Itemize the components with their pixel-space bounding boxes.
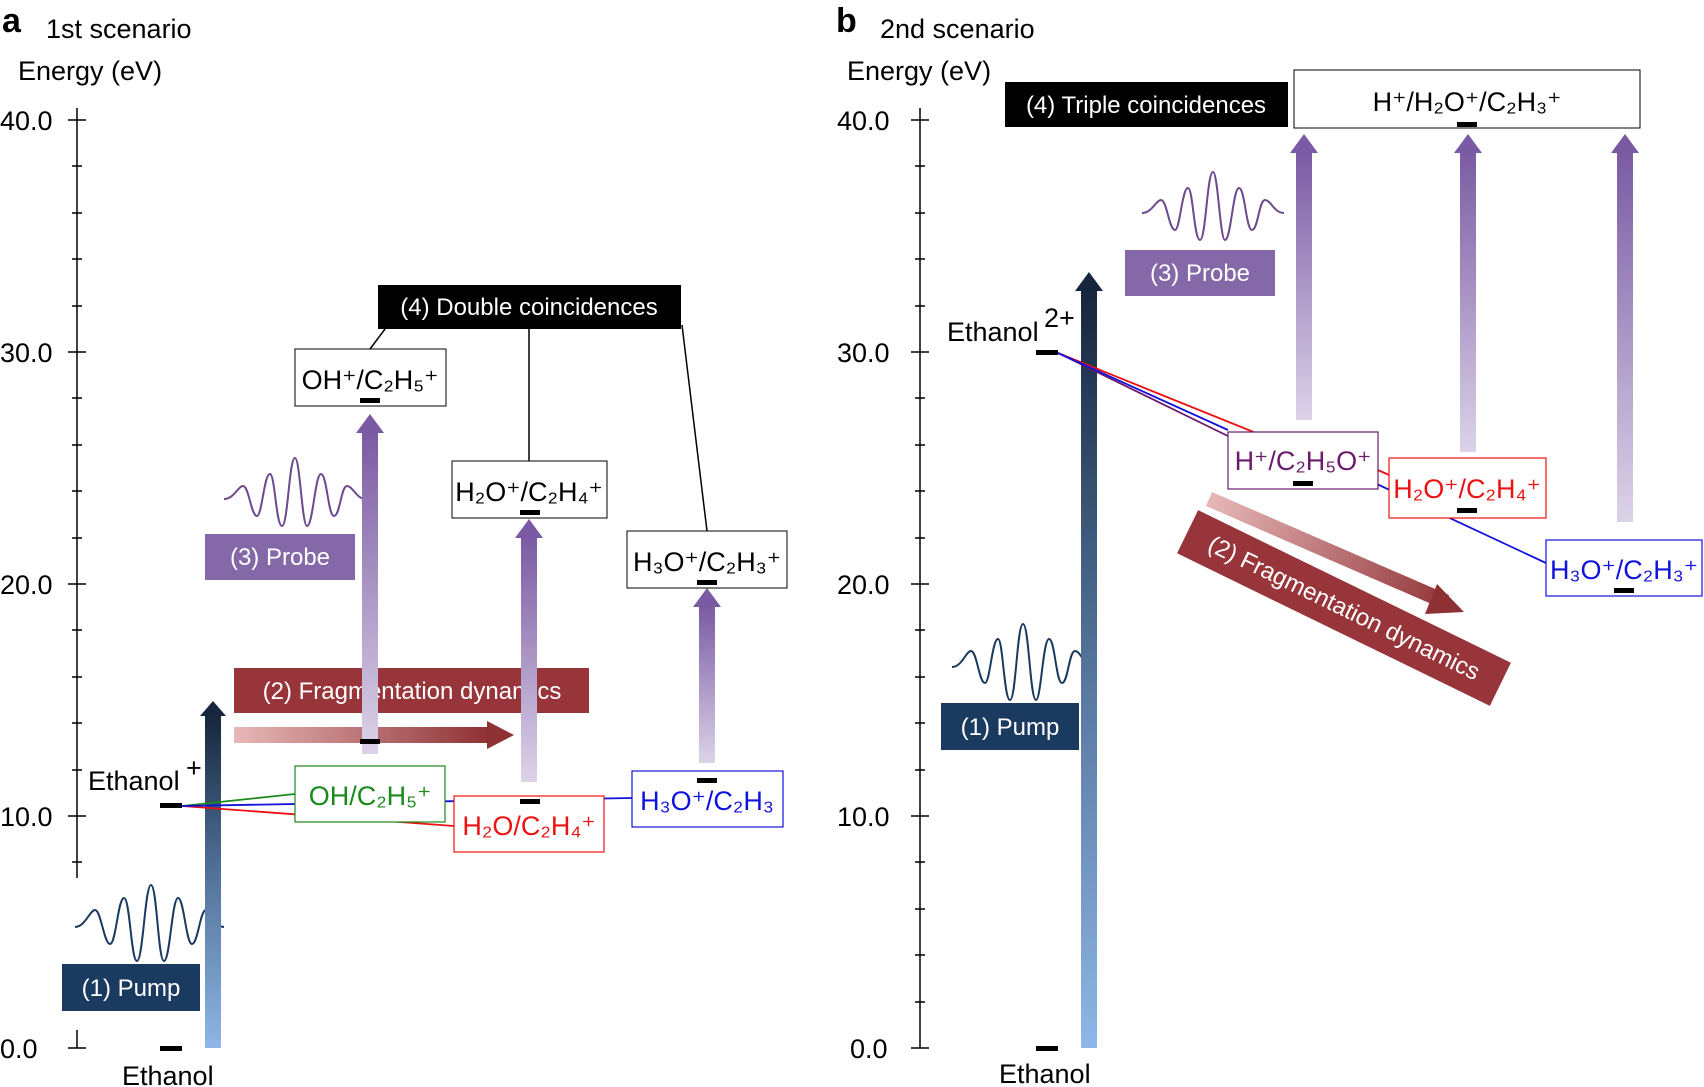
panel-a-line-ch1 bbox=[181, 793, 296, 807]
panel-b-pump-arrow bbox=[1075, 272, 1103, 1048]
panel-a-ion-level bbox=[160, 803, 182, 808]
panel-a-pump-wave-icon bbox=[74, 883, 225, 963]
panel-a-tick-10: 10.0 bbox=[0, 802, 53, 832]
panel-b-channel-ch1: H⁺/C₂H₅O⁺ bbox=[1227, 431, 1379, 490]
panel-a-final-f2: H₂O⁺/C₂H₄⁺ bbox=[451, 460, 608, 519]
panel-a-probe-label: (3) Probe bbox=[230, 544, 330, 571]
panel-b-pump-wave-icon bbox=[951, 622, 1095, 702]
panel-a-level-ch1 bbox=[360, 739, 380, 744]
panel-b-channel-ch2: H₂O⁺/C₂H₄⁺ bbox=[1388, 457, 1547, 519]
panel-a-channel-ch1-text: OH/C₂H₅⁺ bbox=[309, 781, 432, 811]
panel-a-tick-40: 40.0 bbox=[0, 106, 53, 136]
panel-b-frag-arrow bbox=[1206, 492, 1464, 614]
panel-a-final-f3-text: H₃O⁺/C₂H₃⁺ bbox=[633, 547, 781, 577]
panel-a-ground-level bbox=[160, 1046, 182, 1051]
panel-a-frag-label: (2) Fragmentation dynamics bbox=[263, 678, 562, 705]
panel-a-frag-arrow bbox=[234, 721, 514, 749]
panel-b-line-ch3a bbox=[1057, 352, 1229, 431]
panel-b-line-ch1 bbox=[1057, 352, 1233, 439]
panel-b-ion-charge: 2+ bbox=[1044, 303, 1075, 333]
panel-b-final-text: H⁺/H₂O⁺/C₂H₃⁺ bbox=[1373, 87, 1562, 117]
panel-a-final-f3: H₃O⁺/C₂H₃⁺ bbox=[626, 530, 788, 589]
panel-b-axis-label: Energy (eV) bbox=[847, 56, 991, 86]
panel-a-channel-ch2: H₂O/C₂H₄⁺ bbox=[453, 795, 605, 853]
panel-a-final-f1: OH⁺/C₂H₅⁺ bbox=[294, 348, 447, 407]
panel-b-ion-label: Ethanol bbox=[947, 317, 1039, 347]
panel-b-tick-10: 10.0 bbox=[837, 802, 890, 832]
panel-b: b 2nd scenario Energy (eV) bbox=[836, 2, 1703, 1087]
panel-a-probe-arrow-3 bbox=[693, 588, 721, 763]
panel-b-energy-axis bbox=[911, 108, 929, 1049]
panel-a-coinc-label: (4) Double coincidences bbox=[400, 294, 657, 321]
panel-b-base-label: Ethanol bbox=[999, 1059, 1091, 1087]
panel-a-final-f1-text: OH⁺/C₂H₅⁺ bbox=[302, 365, 439, 395]
panel-b-tick-30: 30.0 bbox=[837, 338, 890, 368]
panel-b-probe-wave-icon bbox=[1141, 170, 1285, 242]
panel-a-pump-box bbox=[62, 964, 200, 1011]
panel-a-base-label: Ethanol bbox=[122, 1061, 214, 1087]
panel-b-frag-box: (2) Fragmentation dynamics bbox=[1177, 510, 1511, 706]
panel-b-tick-40: 40.0 bbox=[837, 106, 890, 136]
panel-a-pump-label: (1) Pump bbox=[82, 975, 181, 1002]
panel-b-final: H⁺/H₂O⁺/C₂H₃⁺ bbox=[1293, 69, 1641, 129]
panel-a-coinc-box bbox=[378, 285, 681, 329]
panel-b-tick-0: 0.0 bbox=[850, 1034, 888, 1064]
panel-a-pump-arrow bbox=[200, 701, 226, 1048]
panel-b-channel-ch1-text: H⁺/C₂H₅O⁺ bbox=[1235, 446, 1372, 476]
panel-b-line-ch2a bbox=[1057, 352, 1257, 434]
panel-b-channel-ch2-text: H₂O⁺/C₂H₄⁺ bbox=[1393, 474, 1541, 504]
panel-b-coinc-label: (4) Triple coincidences bbox=[1026, 92, 1266, 119]
panel-a-ion-label: Ethanol bbox=[88, 766, 180, 796]
panel-a-final-f2-text: H₂O⁺/C₂H₄⁺ bbox=[455, 477, 603, 507]
panel-a-tick-0: 0.0 bbox=[0, 1034, 38, 1064]
panel-a-channel-ch3-text: H₃O⁺/C₂H₃ bbox=[640, 786, 774, 816]
panel-a-level-ch3 bbox=[697, 778, 717, 783]
panel-a-probe-box bbox=[205, 534, 355, 580]
panel-a-title: 1st scenario bbox=[46, 14, 192, 44]
panel-a-level-ch2 bbox=[520, 799, 540, 804]
panel-a-energy-axis bbox=[68, 108, 86, 1049]
panel-b-probe-arrow-3 bbox=[1611, 134, 1639, 522]
panel-a-channel-ch2-text: H₂O/C₂H₄⁺ bbox=[462, 811, 595, 841]
panel-b-coinc-box bbox=[1005, 82, 1288, 127]
panel-a-probe-wave-icon bbox=[223, 456, 367, 528]
panel-b-tick-20: 20.0 bbox=[837, 570, 890, 600]
panel-a-tick-20: 20.0 bbox=[0, 570, 53, 600]
panel-b-probe-box bbox=[1125, 250, 1275, 296]
panel-b-ion-level bbox=[1036, 350, 1058, 355]
panel-a-probe-arrow-1 bbox=[356, 414, 384, 754]
panel-b-probe-arrow-1 bbox=[1290, 134, 1318, 420]
panel-b-probe-label: (3) Probe bbox=[1150, 260, 1250, 287]
panel-a-channel-ch1: OH/C₂H₅⁺ bbox=[294, 765, 446, 823]
panel-a-letter: a bbox=[2, 2, 22, 40]
panel-a-ion-charge: + bbox=[186, 753, 202, 783]
panel-b-channel-ch3: H₃O⁺/C₂H₃⁺ bbox=[1545, 539, 1703, 597]
panel-a-axis-label: Energy (eV) bbox=[18, 56, 162, 86]
panel-a-probe-arrow-2 bbox=[515, 519, 543, 782]
panel-b-title: 2nd scenario bbox=[880, 14, 1035, 44]
panel-b-ground-level bbox=[1036, 1046, 1058, 1051]
panel-b-probe-arrow-2 bbox=[1454, 134, 1482, 452]
panel-b-pump-box bbox=[941, 703, 1079, 750]
panel-b-letter: b bbox=[836, 2, 857, 40]
panel-b-pump-label: (1) Pump bbox=[961, 714, 1060, 741]
panel-a: a 1st scenario Energy (eV) bbox=[0, 2, 788, 1087]
panel-b-channel-ch3-text: H₃O⁺/C₂H₃⁺ bbox=[1550, 555, 1698, 585]
panel-a-tick-30: 30.0 bbox=[0, 338, 53, 368]
